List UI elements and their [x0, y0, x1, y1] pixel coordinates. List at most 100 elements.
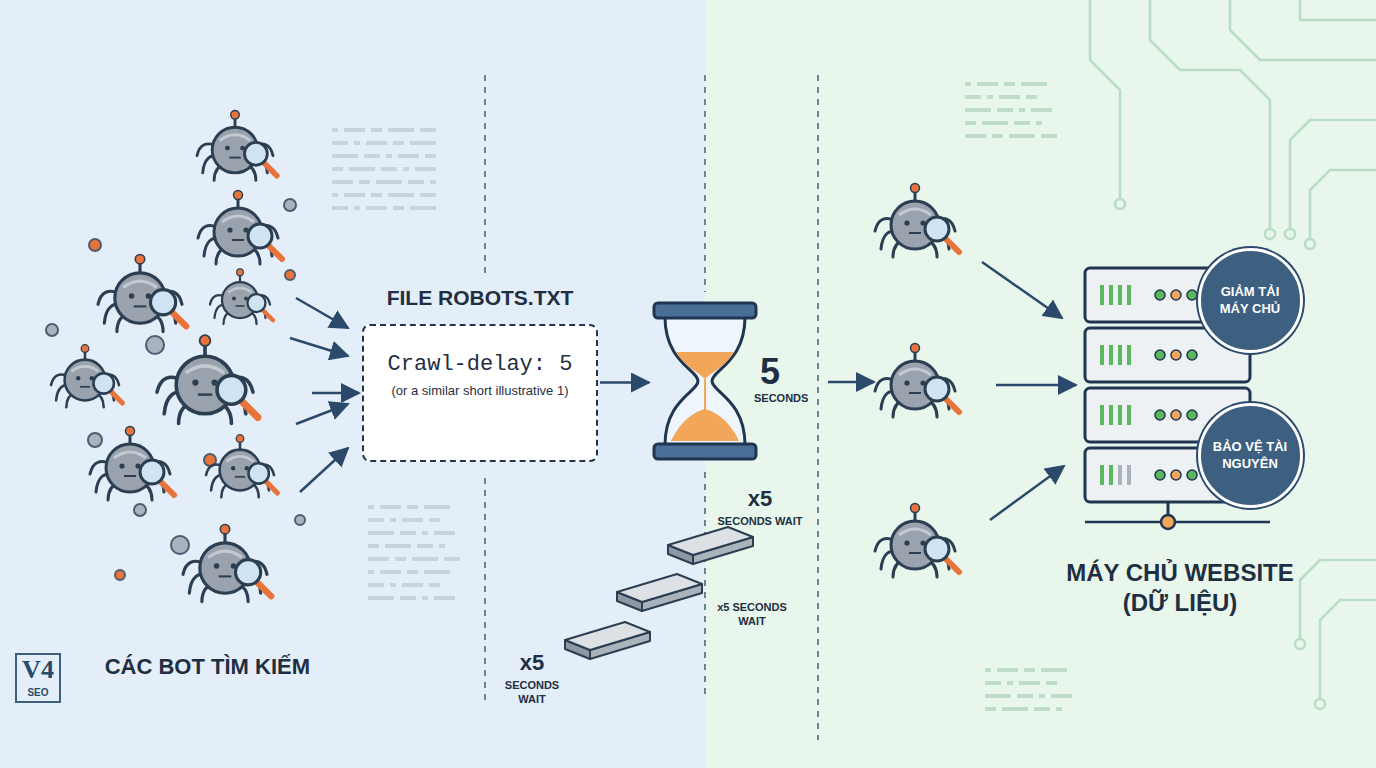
timer-readout: 5SECONDS: [760, 300, 812, 404]
texture-dash: [424, 570, 450, 574]
status-bar: [1100, 285, 1104, 305]
texture-dash: [368, 531, 394, 535]
texture-dash: [1031, 108, 1052, 112]
robots-file: FILE ROBOTS.TXTCrawl-delay: 5(or a simil…: [362, 286, 598, 462]
texture-dash: [1051, 694, 1072, 698]
node-text: CÁC BOT TÌM KIẾM: [105, 654, 310, 690]
flow-arrow: [312, 392, 359, 395]
node-text: BẢO VỆ TÀI NGUYÊN: [1201, 438, 1300, 472]
status-bar: [1100, 405, 1104, 425]
benefit-badge: GIẢM TẢI MÁY CHỦ: [1198, 248, 1303, 353]
texture-dash: [381, 167, 397, 171]
texture-dash: [430, 180, 436, 184]
wait-note: x5: [507, 650, 557, 675]
status-light: [1171, 410, 1181, 420]
faint-text-texture: [332, 82, 1072, 711]
spider-bot: [90, 427, 174, 501]
logo-text: SEO: [17, 686, 59, 699]
texture-dash: [403, 167, 409, 171]
status-light: [1187, 470, 1197, 480]
node-text: SECONDS: [754, 392, 812, 404]
texture-dash: [1021, 82, 1047, 86]
node-text: 5: [760, 352, 812, 392]
status-light: [1171, 470, 1181, 480]
texture-dash: [410, 141, 436, 145]
texture-dash: [1014, 121, 1030, 125]
status-bar: [1127, 465, 1131, 485]
texture-dash: [407, 505, 418, 509]
texture-dash: [407, 570, 418, 574]
texture-dash: [1004, 82, 1015, 86]
hourglass-icon: [652, 300, 758, 462]
texture-dash: [985, 668, 991, 672]
status-bar: [1109, 405, 1113, 425]
texture-dash: [366, 206, 387, 210]
texture-dash: [380, 570, 401, 574]
texture-dash: [992, 134, 1003, 138]
texture-dash: [368, 570, 374, 574]
texture-dash: [417, 544, 433, 548]
spider-bot: [51, 345, 122, 407]
status-bar: [1118, 405, 1122, 425]
status-bar: [1109, 285, 1113, 305]
texture-dash: [400, 531, 416, 535]
status-light: [1155, 470, 1165, 480]
network-dot: [89, 239, 101, 251]
texture-dash: [1024, 668, 1035, 672]
texture-dash: [364, 154, 380, 158]
status-bar: [1127, 285, 1131, 305]
texture-dash: [1017, 694, 1033, 698]
status-light: [1187, 350, 1197, 360]
status-bar: [1127, 405, 1131, 425]
spider-bot: [183, 524, 271, 601]
texture-dash: [985, 707, 996, 711]
texture-dash: [402, 518, 423, 522]
label-slot: SECONDS WAIT: [502, 678, 562, 706]
spider-bot: [98, 254, 186, 331]
spider-bot: [197, 111, 277, 181]
status-light: [1187, 410, 1197, 420]
status-light: [1171, 290, 1181, 300]
network-dot: [134, 504, 146, 516]
wait-step: [668, 527, 753, 564]
node-text: FILE ROBOTS.TXT: [362, 286, 598, 310]
network-dot: [295, 515, 305, 525]
texture-dash: [400, 596, 416, 600]
texture-dash: [368, 544, 379, 548]
texture-dash: [398, 154, 419, 158]
texture-dash: [368, 557, 389, 561]
texture-dash: [965, 108, 991, 112]
texture-dash: [1034, 707, 1050, 711]
wait-steps: [565, 527, 753, 659]
status-bar: [1118, 465, 1122, 485]
node-text: Crawl-delay: 5: [378, 352, 582, 377]
status-bar: [1118, 285, 1122, 305]
texture-dash: [366, 141, 387, 145]
spider-bot: [875, 504, 959, 578]
texture-dash: [977, 82, 998, 86]
texture-dash: [434, 531, 455, 535]
texture-dash: [371, 193, 382, 197]
web-server: MÁY CHỦ WEBSITE (DỮ LIỆU)GIẢM TẢI MÁY CH…: [1060, 262, 1300, 624]
label-slot: x5: [507, 650, 557, 675]
bot-arrows: [290, 262, 1076, 520]
texture-dash: [965, 134, 986, 138]
network-dot: [284, 199, 296, 211]
texture-dash: [987, 95, 993, 99]
texture-dash: [395, 557, 406, 561]
texture-dash: [359, 180, 370, 184]
texture-dash: [425, 154, 436, 158]
texture-dash: [1009, 134, 1035, 138]
texture-dash: [390, 518, 396, 522]
texture-dash: [332, 180, 353, 184]
hourglass-timer: 5SECONDS: [652, 300, 812, 465]
texture-dash: [422, 531, 428, 535]
network-dot: [115, 570, 125, 580]
bot-swarm: CÁC BOT TÌM KIẾM: [40, 110, 310, 690]
texture-dash: [412, 557, 438, 561]
network-dot: [285, 270, 295, 280]
texture-dash: [1041, 134, 1057, 138]
wait-note: SECONDS WAIT: [710, 514, 810, 528]
